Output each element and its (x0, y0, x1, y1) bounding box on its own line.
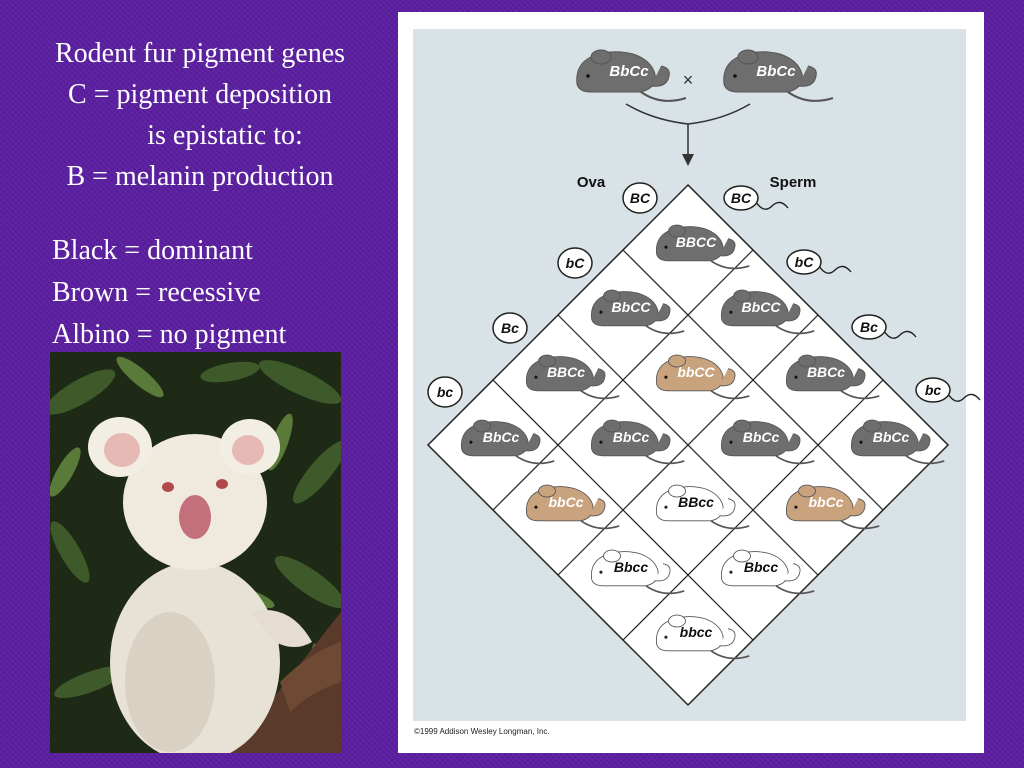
offspring-genotype: BbCC (742, 299, 782, 315)
offspring-mouse-black (785, 354, 880, 400)
offspring-genotype: Bbcc (614, 559, 648, 575)
ova-gamete-circle (557, 247, 593, 279)
sperm-gamete-label: Bc (860, 319, 878, 335)
offspring-mouse-brown (655, 354, 750, 400)
offspring-mouse-black (720, 419, 815, 465)
ova-gamete-circle (492, 312, 528, 344)
offspring-mouse-black (590, 419, 685, 465)
offspring-mouse-albino (655, 484, 750, 530)
sperm-tail (755, 201, 789, 210)
sperm-gamete-label: BC (731, 190, 752, 206)
sperm-tail (947, 393, 981, 402)
ova-gamete-circle (622, 182, 658, 214)
grid-line (557, 314, 819, 576)
slide-heading: Rodent fur pigment genes C = pigment dep… (0, 33, 400, 197)
offspring-genotype: BbCc (483, 429, 520, 445)
offspring-mouse-black (590, 289, 685, 335)
offspring-genotype: BbCc (873, 429, 910, 445)
legend-black: Black = dominant (52, 235, 253, 266)
offspring-mouse-brown (525, 484, 620, 530)
parent-mouse-1 (576, 49, 687, 102)
legend-brown: Brown = recessive (52, 277, 261, 308)
sperm-gamete-label: bc (925, 382, 942, 398)
parent-genotype-1: BbCc (609, 63, 649, 80)
offspring-genotype: BBCc (807, 364, 845, 380)
cross-symbol: × (683, 70, 694, 90)
ova-gamete-label: Bc (501, 320, 519, 336)
offspring-mouse-albino (655, 614, 750, 660)
albino-koala-photo (50, 352, 341, 753)
sperm-gamete-head (723, 185, 759, 211)
sperm-tail (883, 330, 917, 339)
ova-gamete-label: bC (566, 255, 586, 271)
grid-line (492, 379, 754, 641)
offspring-genotype: BBCc (547, 364, 585, 380)
ova-gamete-circle (427, 376, 463, 408)
offspring-genotype: bbCc (549, 494, 584, 510)
offspring-genotype: bbcc (680, 624, 713, 640)
offspring-mouse-black (850, 419, 945, 465)
offspring-genotype: bbCc (809, 494, 844, 510)
sperm-gamete-head (786, 249, 822, 275)
phenotype-legend: Black = dominant Brown = recessive Albin… (52, 230, 286, 356)
offspring-mouse-black (720, 289, 815, 335)
offspring-mouse-black (460, 419, 555, 465)
offspring-genotype: BbCC (612, 299, 652, 315)
offspring-genotype: bbCC (677, 364, 715, 380)
heading-line-4: B = melanin production (66, 161, 334, 192)
copyright-notice: ©1999 Addison Wesley Longman, Inc. (414, 727, 550, 736)
heading-line-3: is epistatic to: (147, 120, 303, 151)
sperm-label: Sperm (770, 174, 817, 191)
parent-mouse-2 (723, 49, 834, 102)
offspring-genotype: BbCc (613, 429, 650, 445)
ova-gamete-label: BC (630, 190, 651, 206)
grid-line (622, 379, 884, 641)
sperm-gamete-label: bC (795, 254, 815, 270)
heading-line-2: C = pigment deposition (68, 79, 332, 110)
sperm-gamete-head (915, 377, 951, 403)
offspring-mouse-black (525, 354, 620, 400)
heading-line-1: Rodent fur pigment genes (54, 38, 346, 69)
parent-genotype-2: BbCc (756, 63, 796, 80)
offspring-genotype: BBCC (676, 234, 717, 250)
ova-label: Ova (577, 174, 606, 191)
arrow-head (682, 154, 694, 166)
ova-gamete-label: bc (437, 384, 454, 400)
offspring-genotype: BbCc (743, 429, 780, 445)
offspring-mouse-black (655, 224, 750, 270)
legend-albino: Albino = no pigment (52, 319, 287, 350)
offspring-genotype: BBcc (678, 494, 714, 510)
offspring-genotype: Bbcc (744, 559, 778, 575)
offspring-mouse-albino (590, 549, 685, 595)
sperm-tail (818, 265, 852, 274)
sperm-gamete-head (851, 314, 887, 340)
offspring-mouse-brown (785, 484, 880, 530)
offspring-mouse-albino (720, 549, 815, 595)
